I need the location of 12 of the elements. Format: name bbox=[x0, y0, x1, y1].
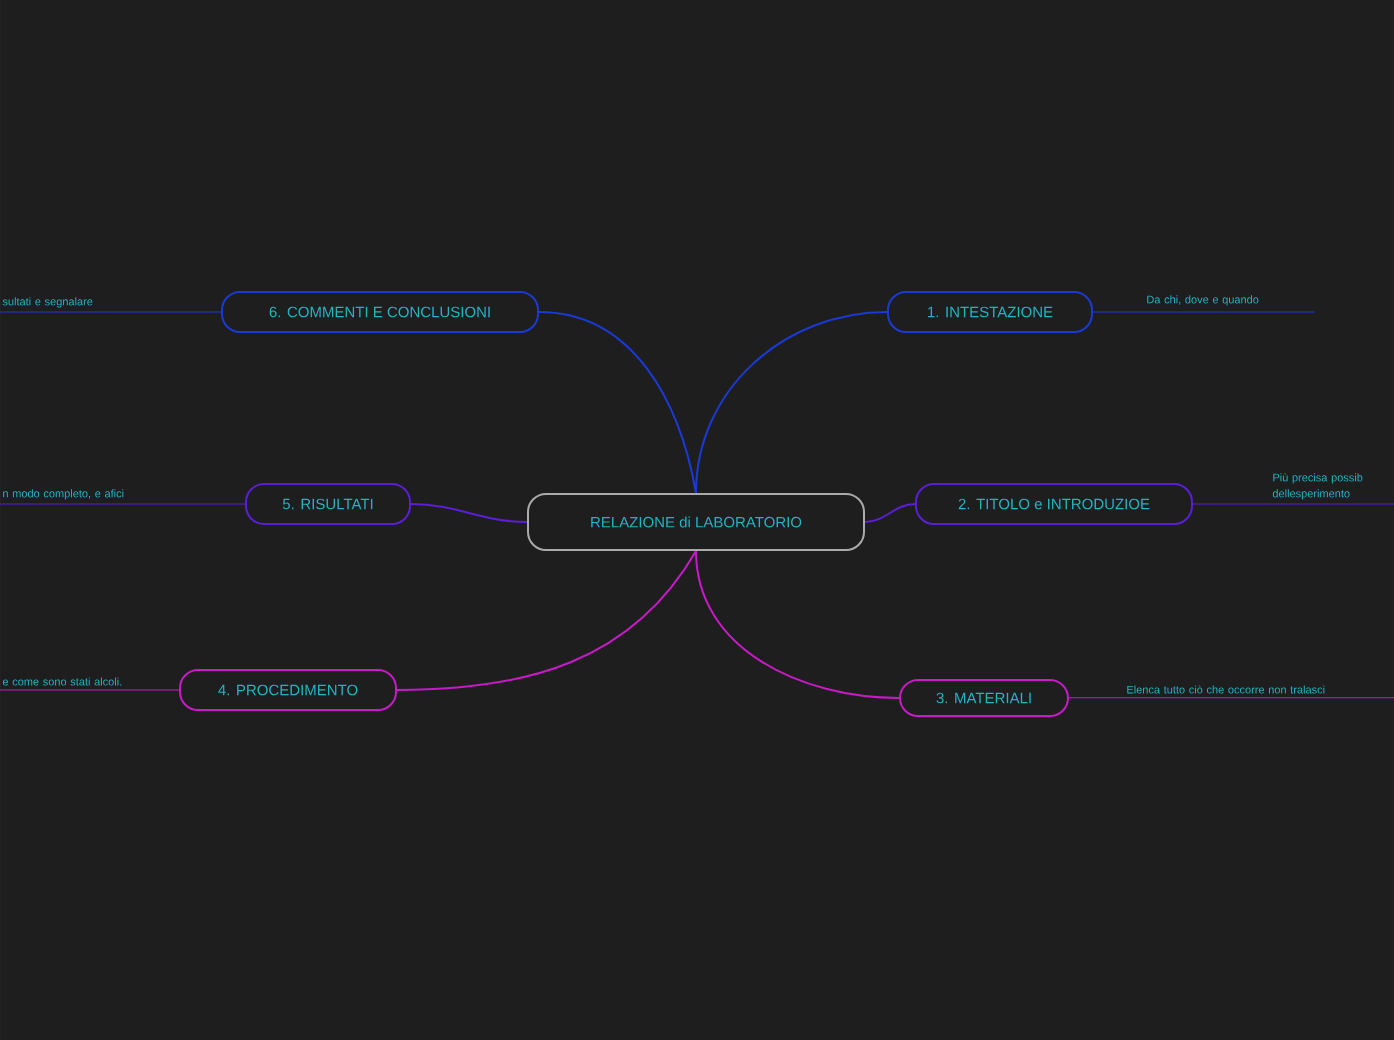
connector-line bbox=[1092, 311, 1316, 313]
connector-line bbox=[0, 311, 222, 313]
connector-line bbox=[1192, 503, 1394, 505]
connector-line bbox=[538, 311, 697, 494]
connector-line bbox=[410, 503, 528, 523]
connector-line bbox=[1068, 697, 1394, 699]
connector-line bbox=[396, 550, 697, 691]
connector-line bbox=[0, 689, 180, 691]
connector-line bbox=[695, 311, 888, 494]
connector-line bbox=[695, 550, 900, 699]
connector-line bbox=[0, 503, 246, 505]
connector-line bbox=[864, 503, 916, 523]
